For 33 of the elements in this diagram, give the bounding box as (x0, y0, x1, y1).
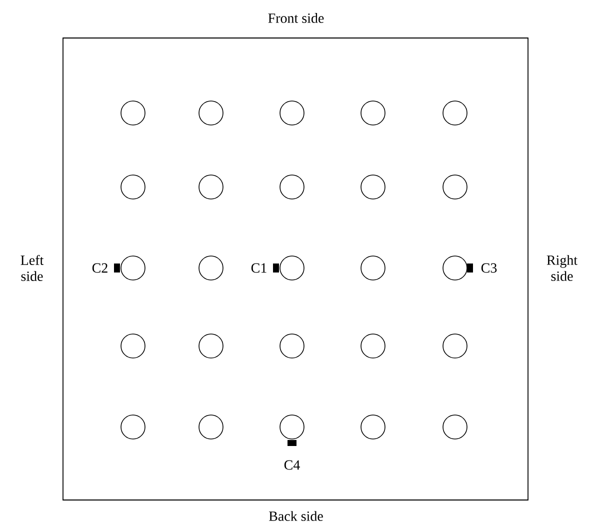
circle (360, 100, 386, 126)
circle (360, 174, 386, 200)
circle (280, 256, 304, 280)
label: Left side (20, 255, 44, 281)
circle (280, 100, 304, 126)
circle (120, 100, 146, 126)
circle (198, 414, 224, 440)
circle (360, 256, 386, 280)
circle (120, 174, 146, 200)
circle (442, 174, 468, 200)
circle (198, 334, 224, 358)
circle (442, 334, 468, 358)
circle (198, 174, 224, 200)
circle (120, 256, 146, 280)
label: Back side (269, 511, 323, 521)
circle (360, 334, 386, 358)
label: C2 (92, 263, 108, 273)
circle (120, 334, 146, 358)
circle (120, 414, 146, 440)
label: Front side (268, 13, 324, 23)
circle (442, 256, 468, 280)
label: C3 (481, 263, 497, 273)
circle (442, 100, 468, 126)
circle (280, 174, 304, 200)
circle (442, 414, 468, 440)
circle (198, 256, 224, 280)
circle (280, 334, 304, 358)
circle (360, 414, 386, 440)
circle (280, 414, 304, 440)
label: C1 (251, 263, 266, 273)
label: Right side (546, 255, 578, 281)
label: C4 (284, 460, 300, 470)
circle (198, 100, 224, 126)
